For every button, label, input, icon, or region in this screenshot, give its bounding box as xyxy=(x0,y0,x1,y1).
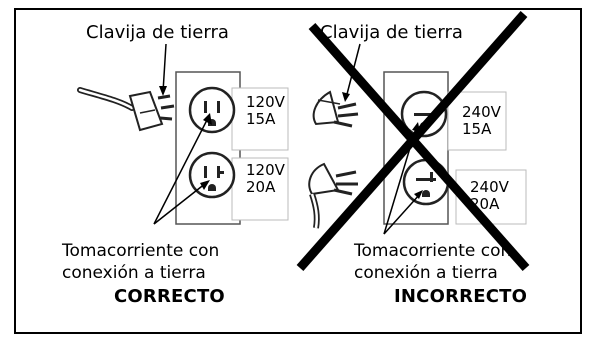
pointer-line xyxy=(153,117,209,225)
grounded-plug-icon xyxy=(77,87,175,132)
plug-bottom-right-icon xyxy=(308,162,358,229)
rating-right-top: 240V 15A xyxy=(462,103,501,138)
pointer-line xyxy=(153,182,207,225)
outlet-right-label-line1: Tomacorriente con xyxy=(354,241,512,261)
rating-right-bottom: 240V 20A xyxy=(470,178,509,213)
pointer-line xyxy=(162,43,167,93)
incorrect-cross-icon xyxy=(296,11,530,271)
correct-label: CORRECTO xyxy=(114,286,225,307)
rating-left-top: 120V 15A xyxy=(246,93,285,128)
arrowhead xyxy=(203,113,212,125)
plug-top-right-icon xyxy=(312,90,359,128)
plug-right-label: Clavija de tierra xyxy=(320,22,463,43)
outlet-120v-15a-icon xyxy=(188,86,236,134)
arrowhead xyxy=(200,180,210,190)
pointer-line xyxy=(383,193,421,235)
plug-left-label: Clavija de tierra xyxy=(86,22,229,43)
incorrect-label: INCORRECTO xyxy=(394,286,528,307)
arrowhead xyxy=(159,86,167,96)
arrowhead xyxy=(414,190,423,199)
outlet-left-label-line1: Tomacorriente con xyxy=(62,241,220,261)
outlet-right-label-line2: conexión a tierra xyxy=(354,263,498,283)
rating-left-bottom: 120V 20A xyxy=(246,161,285,196)
arrowhead xyxy=(342,92,350,102)
outlet-left-label-line2: conexión a tierra xyxy=(62,263,206,283)
